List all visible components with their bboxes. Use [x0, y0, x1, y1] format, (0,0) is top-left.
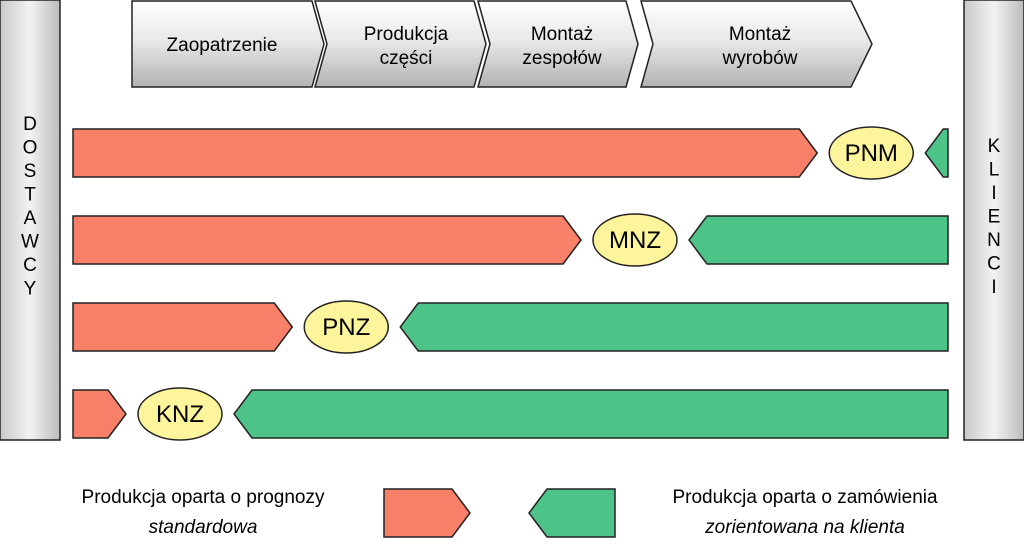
forecast-arrow [72, 302, 294, 352]
row-pnz: PNZ [72, 300, 949, 354]
decoupling-point-node [592, 213, 678, 267]
legend-order-title: Produkcja oparta o zamówienia [672, 487, 938, 508]
row-knz: KNZ [72, 387, 949, 441]
decoupling-point-label: MNZ [609, 227, 661, 254]
decoupling-point-label: KNZ [156, 401, 204, 428]
decoupling-point-node [303, 300, 389, 354]
order-arrow [688, 215, 949, 265]
order-arrow [233, 389, 949, 439]
stage-procurement: Zaopatrzenie [131, 0, 325, 88]
decoupling-point-node [828, 126, 914, 180]
legend: Produkcja oparta o prognozy standardowa … [82, 487, 938, 538]
order-arrow [399, 302, 949, 352]
decoupling-point-node [137, 387, 223, 441]
decoupling-point-label: PNM [845, 140, 898, 167]
legend-forecast: Produkcja oparta o prognozy standardowa [82, 487, 471, 538]
decoupling-point-label: PNZ [322, 314, 370, 341]
forecast-arrow [72, 215, 582, 265]
forecast-arrow [72, 389, 127, 439]
row-mnz: MNZ [72, 213, 949, 267]
forecast-arrow [72, 128, 819, 178]
decoupling-rows: PNM MNZ PNZ KNZ [72, 126, 949, 441]
legend-order-arrow [528, 488, 616, 538]
order-arrow [924, 128, 949, 178]
legend-forecast-subtitle: standardowa [149, 517, 258, 538]
legend-order-subtitle: zorientowana na klienta [704, 517, 905, 538]
legend-forecast-arrow [383, 488, 471, 538]
stage-procurement-label: Zaopatrzenie [167, 35, 278, 56]
row-pnm: PNM [72, 126, 949, 180]
legend-order: Produkcja oparta o zamówienia zorientowa… [528, 487, 938, 538]
legend-forecast-title: Produkcja oparta o prognozy [82, 487, 325, 508]
